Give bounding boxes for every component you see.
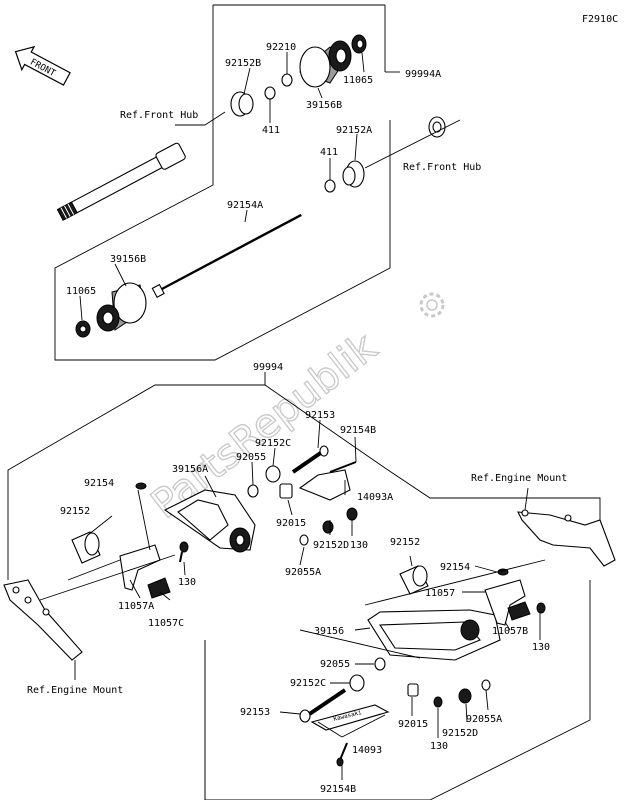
label-411-mid: 411 xyxy=(320,147,338,158)
label-39156B-top: 39156B xyxy=(306,100,342,111)
upper-leader-lines xyxy=(79,52,365,321)
nut-92210 xyxy=(281,73,293,87)
label-92153-bottom: 92153 xyxy=(240,707,270,718)
label-92152D-top: 92152D xyxy=(313,540,349,551)
label-14093A: 14093A xyxy=(357,492,393,503)
figure-code: F2910C xyxy=(582,14,618,25)
label-130-right: 130 xyxy=(532,642,550,653)
engine-mount-left xyxy=(3,579,83,661)
label-92055A-bottom: 92055A xyxy=(466,714,502,725)
screw-92154B-bottom xyxy=(336,742,348,767)
label-92154B-bottom: 92154B xyxy=(320,784,356,795)
washer-92055-bottom xyxy=(374,657,386,671)
label-92154-left: 92154 xyxy=(84,478,114,489)
label-ref-front-hub-left: Ref.Front Hub xyxy=(120,110,198,121)
label-92055A-top: 92055A xyxy=(285,567,321,578)
label-92152C-bottom: 92152C xyxy=(290,678,326,689)
gear-watermark-icon xyxy=(419,292,445,318)
plate-14093A xyxy=(298,469,351,501)
engine-mount-right xyxy=(517,509,616,567)
label-ref-engine-mount-left: Ref.Engine Mount xyxy=(27,685,123,696)
label-99994A: 99994A xyxy=(405,69,441,80)
label-92152D-bottom: 92152D xyxy=(442,728,478,739)
label-92152-left: 92152 xyxy=(60,506,90,517)
spacer-92152A xyxy=(342,160,365,188)
part-labels: 99994A 92152B 92210 11065 39156B 411 921… xyxy=(27,42,567,795)
label-ref-front-hub-right: Ref.Front Hub xyxy=(403,162,481,173)
bracket-11057B xyxy=(484,579,531,626)
label-ref-engine-mount-right: Ref.Engine Mount xyxy=(471,473,567,484)
label-92152A: 92152A xyxy=(336,125,372,136)
screw-130-bottom xyxy=(433,696,443,708)
upper-group-frame xyxy=(54,4,400,361)
screw-92154-left xyxy=(135,482,147,490)
label-11057: 11057 xyxy=(425,588,455,599)
label-39156B-bottom: 39156B xyxy=(110,254,146,265)
washer-92055A-top xyxy=(299,534,309,546)
bolt-92153-bottom xyxy=(299,688,347,723)
bracket-11057A xyxy=(119,544,171,599)
label-92152-right: 92152 xyxy=(390,537,420,548)
label-11057A: 11057A xyxy=(118,601,154,612)
label-130-left: 130 xyxy=(178,577,196,588)
cap-11065-top xyxy=(351,34,367,54)
label-92154A: 92154A xyxy=(227,200,263,211)
bolt-92154A xyxy=(151,213,302,298)
collar-92015-bottom xyxy=(407,683,419,697)
hub-ref-right xyxy=(428,116,446,138)
front-axle-left xyxy=(56,142,186,221)
label-11057B: 11057B xyxy=(492,626,528,637)
label-130-bottom: 130 xyxy=(430,741,448,752)
lower-leader-lines xyxy=(39,419,546,780)
screw-130-top xyxy=(346,507,358,521)
label-92153-top: 92153 xyxy=(305,410,335,421)
label-92055-bottom: 92055 xyxy=(320,659,350,670)
cap-11065-bottom xyxy=(75,320,91,338)
plate-14093: Kawasaki xyxy=(310,704,390,731)
label-92152B: 92152B xyxy=(225,58,261,69)
nut-92152D-top xyxy=(322,520,334,534)
label-39156: 39156 xyxy=(314,626,344,637)
label-92154B-top: 92154B xyxy=(340,425,376,436)
label-11057C: 11057C xyxy=(148,618,184,629)
nut-92152C-top xyxy=(265,465,281,483)
spacer-92152B xyxy=(230,91,254,117)
label-99994: 99994 xyxy=(253,362,283,373)
screw-92154B-top xyxy=(329,461,357,473)
spacer-92152-right xyxy=(399,565,429,595)
label-11065-bottom: 11065 xyxy=(66,286,96,297)
label-130-top: 130 xyxy=(350,540,368,551)
label-11065-top: 11065 xyxy=(343,75,373,86)
screw-130-left xyxy=(179,541,189,563)
washer-92055A-bottom xyxy=(481,679,491,691)
lower-group-frame xyxy=(7,372,601,800)
bolt-92153-top xyxy=(291,445,329,474)
washer-411-mid xyxy=(324,179,336,193)
spacer-92152-left xyxy=(71,531,101,564)
screw-130-right xyxy=(536,602,546,614)
label-92015-top: 92015 xyxy=(276,518,306,529)
frame-slider-39156 xyxy=(367,609,501,661)
washer-92055-top xyxy=(247,484,259,498)
washer-411-top xyxy=(264,86,276,100)
label-92152C-top: 92152C xyxy=(255,438,291,449)
label-14093: 14093 xyxy=(352,745,382,756)
collar-92015-top xyxy=(279,483,293,499)
label-92210: 92210 xyxy=(266,42,296,53)
front-arrow-icon: FRONT xyxy=(14,45,71,86)
frame-slider-39156B-bottom xyxy=(96,282,147,332)
nut-92152C-bottom xyxy=(349,674,365,692)
frame-slider-39156B-top xyxy=(299,40,352,88)
label-39156A: 39156A xyxy=(172,464,208,475)
label-411-top: 411 xyxy=(262,125,280,136)
frame-slider-39156A xyxy=(163,489,256,553)
label-92015-bottom: 92015 xyxy=(398,719,428,730)
label-92154-right: 92154 xyxy=(440,562,470,573)
nut-92152D-bottom xyxy=(458,688,472,704)
label-92055-top: 92055 xyxy=(236,452,266,463)
